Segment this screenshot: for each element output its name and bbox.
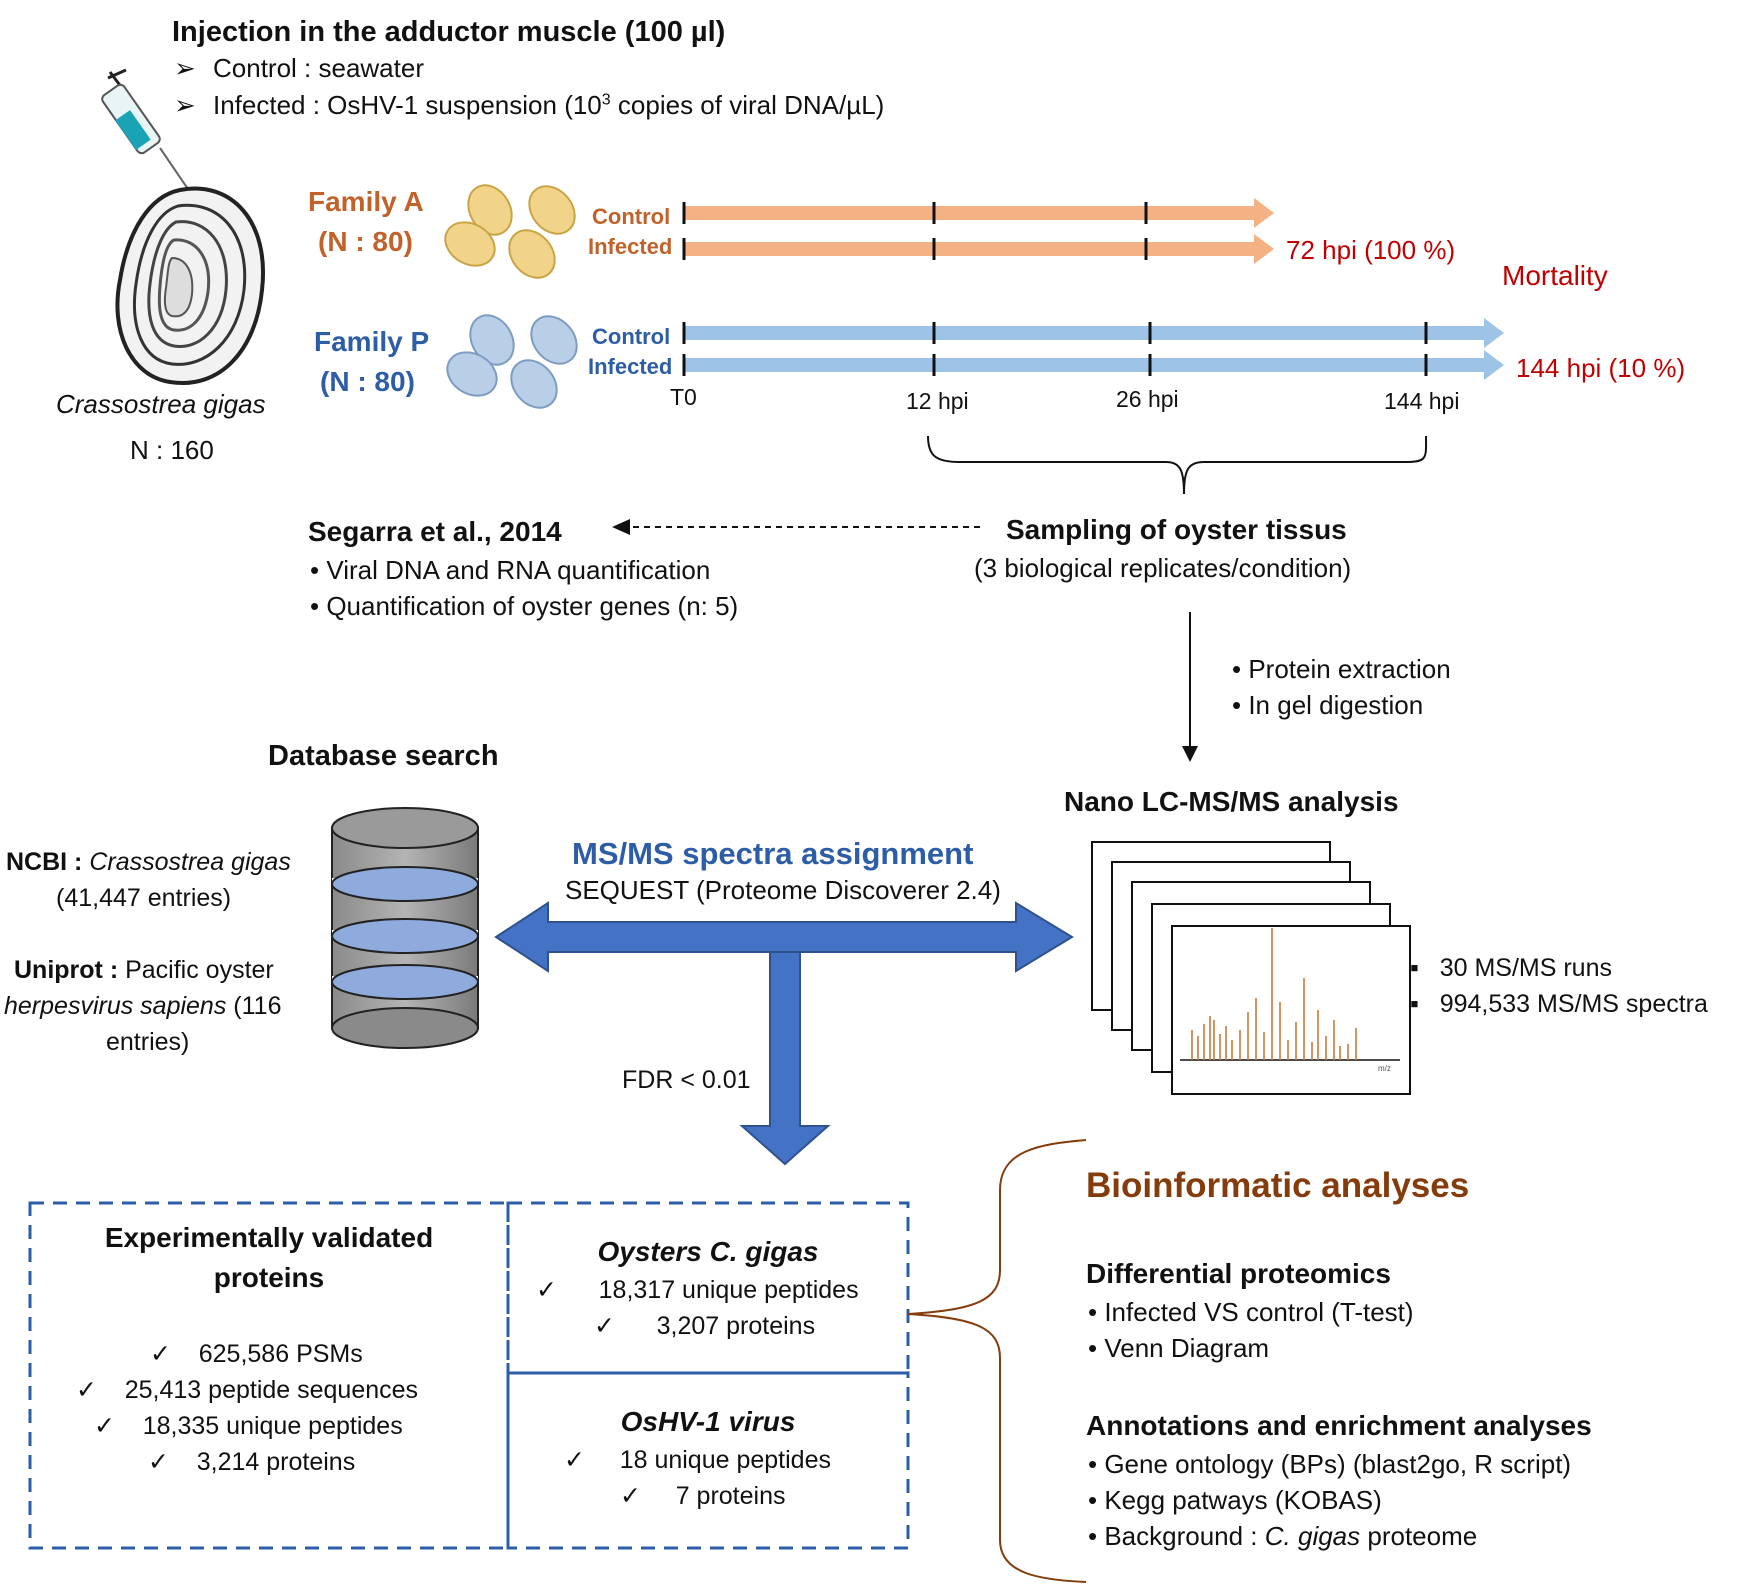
sampling-brace: [927, 435, 1428, 495]
validated-item: ✓ 625,586 PSMs: [150, 1340, 363, 1368]
nano-runs: ▪ 30 MS/MS runs: [1410, 954, 1612, 982]
family-a-count: (N : 80): [318, 226, 413, 257]
timepoint-26hpi: 26 hpi: [1116, 386, 1179, 412]
oyster-shell-icon: [115, 186, 265, 386]
database-uniprot: Uniprot : Pacific oyster: [14, 956, 274, 984]
bioinfo-annot-title: Annotations and enrichment analyses: [1086, 1410, 1592, 1441]
extraction-item: • In gel digestion: [1232, 690, 1424, 721]
family-p-control-arrow: [684, 318, 1504, 348]
virus-box-item: ✓ 18 unique peptides: [564, 1446, 831, 1474]
validated-title-line1: Experimentally validated: [104, 1222, 434, 1253]
virus-box-item: ✓ 7 proteins: [620, 1482, 786, 1510]
virus-box-title: OsHV-1 virus: [620, 1406, 796, 1437]
family-a-control-label: Control: [592, 204, 671, 229]
syringe-icon: [101, 68, 191, 193]
bioinfo-diff-title: Differential proteomics: [1086, 1258, 1391, 1289]
family-a-name: Family A: [308, 186, 424, 217]
extraction-list: • Protein extraction • In gel digestion: [1232, 654, 1451, 721]
validated-title-line2: proteins: [213, 1262, 325, 1293]
bioinfo-diff-item: • Infected VS control (T-test): [1088, 1297, 1414, 1327]
family-p-infected-arrow: [684, 350, 1504, 380]
fdr-label: FDR < 0.01: [622, 1066, 751, 1094]
injection-control: Control : seawater: [213, 53, 424, 83]
segarra-title: Segarra et al., 2014: [308, 516, 562, 547]
msms-assignment-arrows: [494, 901, 1074, 1166]
validated-item: ✓ 25,413 peptide sequences: [76, 1376, 419, 1404]
injection-control-bullet: ➢: [174, 53, 196, 83]
oyster-species: Crassostrea gigas: [56, 389, 266, 419]
spectrum-axis-label: m/z: [1378, 1064, 1391, 1073]
results-dashed-boxes: [28, 1201, 910, 1550]
family-p-control-label: Control: [592, 324, 671, 349]
msms-sub: SEQUEST (Proteome Discoverer 2.4): [565, 875, 1001, 905]
bioinfo-annot-list: • Gene ontology (BPs) (blast2go, R scrip…: [1088, 1449, 1571, 1553]
database-ncbi-entries: (41,447 entries): [56, 884, 232, 912]
family-p-outcome: 144 hpi (10 %): [1516, 353, 1686, 383]
sampling-title: Sampling of oyster tissus: [1006, 514, 1347, 545]
segarra-item: • Viral DNA and RNA quantification: [310, 555, 711, 585]
oysters-box-title: Oysters C. gigas: [597, 1236, 819, 1267]
database-title: Database search: [268, 740, 499, 772]
nano-title: Nano LC-MS/MS analysis: [1064, 786, 1399, 817]
mortality-label: Mortality: [1502, 260, 1608, 291]
database-cylinder-icon: [331, 807, 479, 1049]
bioinfo-diff-list: • Infected VS control (T-test) • Venn Di…: [1088, 1297, 1414, 1364]
msms-title: MS/MS spectra assignment: [572, 836, 974, 871]
timepoint-12hpi: 12 hpi: [906, 388, 969, 414]
injection-title: Injection in the adductor muscle (100 µl…: [172, 16, 726, 48]
oysters-box-item: ✓ 18,317 unique peptides: [536, 1276, 859, 1304]
sampling-sub: (3 biological replicates/condition): [974, 553, 1352, 583]
validated-item: ✓ 3,214 proteins: [148, 1448, 356, 1476]
injection-infected-bullet: ➢: [174, 90, 196, 120]
family-p-count: (N : 80): [320, 366, 415, 397]
oysters-box-item: ✓ 3,207 proteins: [594, 1312, 816, 1340]
segarra-list: • Viral DNA and RNA quantification • Qua…: [310, 555, 738, 622]
family-p-oysters-icon: [446, 314, 578, 409]
family-a-infected-arrow: [684, 234, 1274, 264]
timeline-ticks: [682, 202, 1428, 376]
family-a-infected-label: Infected: [588, 234, 673, 259]
injection-infected: Infected : OsHV-1 suspension (103 copies…: [213, 90, 885, 120]
bioinfo-title: Bioinformatic analyses: [1086, 1166, 1470, 1205]
family-a-oysters-icon: [444, 184, 576, 279]
spectra-stack-icon: [1091, 841, 1411, 1095]
family-a-outcome: 72 hpi (100 %): [1286, 235, 1456, 265]
bioinfo-brace: [907, 1139, 1087, 1583]
database-uniprot-virus: herpesvirus sapiens (116: [4, 992, 282, 1020]
ms-spectrum-plot: [1180, 928, 1400, 1061]
family-p-infected-label: Infected: [588, 354, 673, 379]
bioinfo-diff-item: • Venn Diagram: [1088, 1333, 1270, 1364]
timepoint-t0: T0: [670, 384, 697, 410]
validated-item: ✓ 18,335 unique peptides: [94, 1412, 403, 1440]
database-uniprot-entries: entries): [106, 1028, 190, 1056]
timepoint-144hpi: 144 hpi: [1384, 388, 1460, 414]
extraction-arrowhead: [1182, 746, 1198, 762]
family-a-control-arrow: [684, 198, 1274, 228]
bioinfo-annot-item: • Gene ontology (BPs) (blast2go, R scrip…: [1088, 1449, 1572, 1479]
segarra-item: • Quantification of oyster genes (n: 5): [310, 591, 739, 622]
oyster-count: N : 160: [130, 435, 214, 465]
extraction-item: • Protein extraction: [1232, 654, 1451, 684]
database-ncbi: NCBI : Crassostrea gigas: [6, 848, 291, 876]
bioinfo-annot-item: • Background : C. gigas proteome: [1088, 1521, 1478, 1552]
family-p-name: Family P: [314, 326, 430, 357]
segarra-arrowhead: [612, 519, 630, 535]
bioinfo-annot-item: • Kegg patways (KOBAS): [1088, 1485, 1382, 1516]
nano-spectra: ▪ 994,533 MS/MS spectra: [1410, 990, 1708, 1018]
